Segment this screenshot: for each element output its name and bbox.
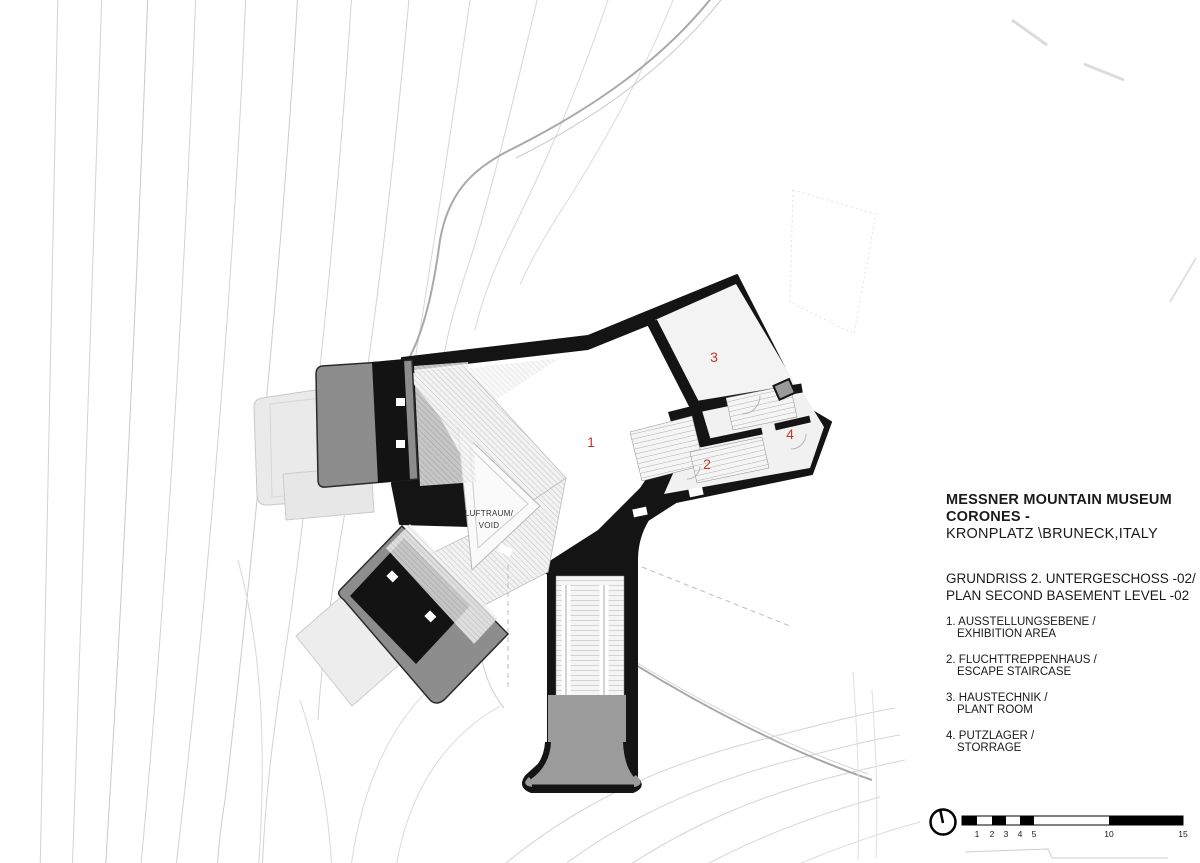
legend-item-4: 4. PUTZLAGER / STORRAGE bbox=[946, 730, 1035, 754]
contour-lines bbox=[39, 0, 1197, 863]
room-number-4: 4 bbox=[786, 426, 794, 442]
door-swings bbox=[686, 395, 807, 480]
reference-lines bbox=[507, 565, 791, 688]
wall-openings bbox=[496, 486, 704, 557]
project-title-line2: CORONES - bbox=[946, 509, 1030, 525]
svg-text:15: 15 bbox=[1178, 829, 1188, 839]
scale-bar: 1 2 3 4 5 10 15 bbox=[929, 808, 1188, 839]
plan-title-en: PLAN SECOND BASEMENT LEVEL -02 bbox=[946, 587, 1190, 603]
upper-wing-volume bbox=[315, 359, 476, 488]
room-legend: 1. AUSSTELLUNGSEBENE / EXHIBITION AREA 2… bbox=[946, 616, 1196, 768]
svg-text:5: 5 bbox=[1032, 829, 1037, 839]
room-plant-room bbox=[655, 284, 797, 404]
room-number-3: 3 bbox=[710, 349, 718, 365]
void-label: LUFTRAUM/ VOID bbox=[465, 509, 514, 530]
svg-text:VOID: VOID bbox=[479, 521, 500, 530]
svg-text:1: 1 bbox=[975, 829, 980, 839]
building-plan: 1 2 3 4 LUFTRAUM/ VOID bbox=[315, 274, 832, 793]
svg-text:2: 2 bbox=[990, 829, 995, 839]
north-arrow-icon bbox=[929, 808, 957, 836]
svg-text:3: 3 bbox=[1004, 829, 1009, 839]
lower-wing-volume bbox=[337, 524, 510, 704]
plan-title: GRUNDRISS 2. UNTERGESCHOSS -02/ PLAN SEC… bbox=[946, 571, 1200, 604]
shaft-block bbox=[772, 377, 797, 401]
legend-item-3: 3. HAUSTECHNIK / PLANT ROOM bbox=[946, 692, 1048, 716]
room-number-2: 2 bbox=[703, 456, 711, 472]
svg-text:LUFTRAUM/: LUFTRAUM/ bbox=[465, 509, 514, 518]
legend-item-1: 1. AUSSTELLUNGSEBENE / EXHIBITION AREA bbox=[946, 616, 1096, 640]
room-numbers: 1 2 3 4 bbox=[587, 349, 794, 472]
escape-chute bbox=[525, 575, 641, 788]
svg-text:10: 10 bbox=[1104, 829, 1114, 839]
title-block: MESSNER MOUNTAIN MUSEUM CORONES - KRONPL… bbox=[946, 492, 1196, 543]
room-number-1: 1 bbox=[587, 434, 595, 450]
project-title-line1: MESSNER MOUNTAIN MUSEUM bbox=[946, 492, 1172, 508]
plan-title-de: GRUNDRISS 2. UNTERGESCHOSS -02/ bbox=[946, 571, 1196, 586]
scale-bar-labels: 1 2 3 4 5 10 15 bbox=[975, 829, 1188, 839]
svg-text:4: 4 bbox=[1018, 829, 1023, 839]
scale-bar-segments bbox=[962, 816, 1183, 825]
project-location: KRONPLATZ \BRUNECK,ITALY bbox=[946, 526, 1158, 542]
legend-item-2: 2. FLUCHTTREPPENHAUS / ESCAPE STAIRCASE bbox=[946, 654, 1097, 678]
